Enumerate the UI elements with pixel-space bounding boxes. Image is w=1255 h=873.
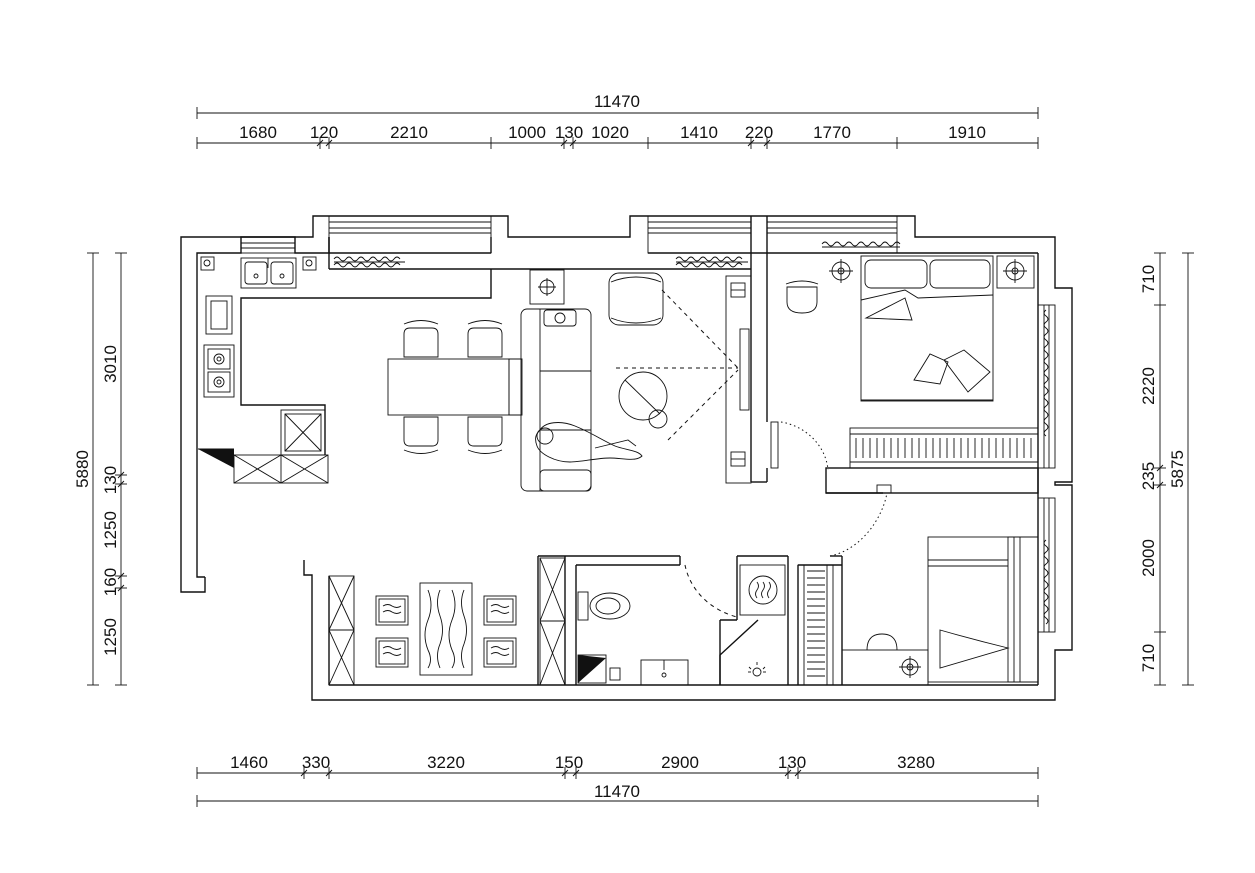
dim-left-seg-5: 1250: [101, 618, 120, 656]
exterior-walls: [180, 215, 1073, 701]
dim-top-seg-8: 220: [745, 123, 773, 142]
kitchen-cabinet: [280, 409, 326, 456]
dim-left-outer: 5880: [73, 450, 92, 488]
dim-left-seg-2: 130: [101, 466, 120, 494]
entry-cabinet: [233, 454, 329, 484]
dim-right-seg-3: 235: [1139, 462, 1158, 490]
dim-top-seg-1: 1680: [239, 123, 277, 142]
dim-right-seg-5: 710: [1139, 644, 1158, 672]
dim-right-seg-4: 2000: [1139, 539, 1158, 577]
curtain-second: [1043, 539, 1049, 625]
dim-bottom-seg-2: 330: [302, 753, 330, 772]
living-room: [333, 256, 752, 492]
dim-top-seg-9: 1770: [813, 123, 851, 142]
dim-top-seg-10: 1910: [948, 123, 986, 142]
master-bedroom: [785, 241, 1049, 469]
bed-master: [860, 255, 994, 402]
second-bedroom: [797, 536, 1049, 686]
phone-object: [543, 309, 577, 327]
dimension-left: 5880 3010 130 1250 160 1250: [73, 252, 127, 686]
dimension-bottom-segments: 1460 330 3220 150 2900 130 3280: [196, 753, 1039, 779]
curtains-living: [333, 256, 748, 268]
dim-left-seg-1: 3010: [101, 345, 120, 383]
desk-second: [841, 633, 929, 686]
kitchen-sink: [240, 257, 297, 289]
shower-head: [748, 662, 766, 677]
dining-area: [387, 320, 523, 454]
dimension-bottom-total: 11470: [196, 782, 1039, 807]
armchair: [608, 272, 664, 326]
dimension-right: 710 2220 235 2000 710 5875: [1139, 252, 1194, 686]
study-table: [419, 582, 473, 676]
dim-bottom-seg-3: 3220: [427, 753, 465, 772]
round-coffee-table: [618, 371, 668, 429]
dimension-top-total: 11470: [196, 92, 1039, 119]
kitchen: [198, 256, 329, 484]
dim-top-seg-2: 120: [310, 123, 338, 142]
dim-top-seg-7: 1410: [680, 123, 718, 142]
dim-bottom-seg-7: 3280: [897, 753, 935, 772]
washbasin: [640, 659, 689, 686]
study-stools: [375, 595, 517, 668]
bed-second: [927, 536, 1039, 683]
study-room: [328, 557, 566, 686]
tv-cabinet: [725, 275, 752, 484]
wardrobe-master: [849, 427, 1039, 469]
sofa: [520, 308, 592, 492]
dim-bottom-total: 11470: [594, 782, 640, 801]
dining-chairs: [403, 320, 503, 454]
wardrobe-second: [797, 564, 834, 686]
dim-bottom-seg-1: 1460: [230, 753, 268, 772]
side-table-lamp: [529, 269, 565, 305]
dim-right-outer: 5875: [1168, 450, 1187, 488]
dining-table: [387, 358, 510, 416]
cabinet-right: [539, 557, 566, 686]
dim-top-seg-3: 2210: [390, 123, 428, 142]
dim-top-total: 11470: [594, 92, 640, 111]
interior-partitions: [537, 216, 1039, 685]
toilet: [577, 591, 631, 621]
nightstand-left: [829, 259, 853, 283]
fridge-slot: [205, 295, 233, 335]
desk-chair-master: [785, 280, 819, 314]
cabinet-left: [328, 575, 355, 686]
dimension-top-segments: 1680 120 2210 1000 130 1020 1410 220 177…: [196, 123, 1039, 149]
curtain-master: [821, 241, 1049, 437]
bathroom: [577, 564, 786, 686]
dim-left-seg-4: 160: [101, 568, 120, 596]
stove-hob: [203, 344, 235, 398]
dim-top-seg-6: 1020: [591, 123, 629, 142]
doors: [684, 421, 892, 618]
dim-bottom-seg-4: 150: [555, 753, 583, 772]
dim-bottom-seg-5: 2900: [661, 753, 699, 772]
dim-top-seg-5: 130: [555, 123, 583, 142]
dim-bottom-seg-6: 130: [778, 753, 806, 772]
person-figure: [535, 422, 643, 463]
nightstand-right: [996, 255, 1035, 289]
dim-left-seg-3: 1250: [101, 511, 120, 549]
dim-top-seg-4: 1000: [508, 123, 546, 142]
dim-right-seg-2: 2220: [1139, 367, 1158, 405]
dim-right-seg-1: 710: [1139, 265, 1158, 293]
water-heater: [739, 564, 786, 616]
tv-view-lines: [616, 289, 739, 441]
